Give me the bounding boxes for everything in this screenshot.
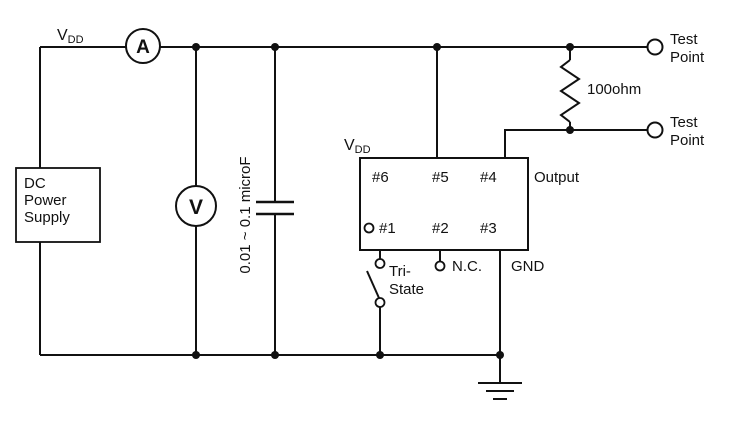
vdd-ic-main: V (344, 137, 355, 154)
wire-output-branch (504, 129, 647, 158)
ic-box (359, 157, 529, 251)
junction-dot (271, 43, 279, 51)
ic-pin2-label: #2 (432, 220, 449, 237)
ground-symbol-icon (478, 382, 522, 400)
junction-dot (496, 351, 504, 359)
tristate-switch (366, 258, 386, 308)
dc-power-supply-box (15, 167, 101, 243)
power-supply-label-line2: Power (24, 192, 67, 209)
ic-pin5-label: #5 (432, 169, 449, 186)
vdd-left-sub: DD (68, 34, 84, 46)
ammeter-symbol (125, 28, 161, 64)
power-supply-label-line1: DC (24, 175, 46, 192)
switch-terminal-bottom (374, 297, 386, 308)
junction-dot (192, 351, 200, 359)
ammeter-label: A (136, 37, 150, 58)
ic-pin3-label: #3 (480, 220, 497, 237)
test-point-terminal-bottom (646, 121, 664, 139)
vdd-ic-label: VDD (344, 137, 371, 156)
junction-dot (433, 43, 441, 51)
ic-pin1-label: #1 (379, 220, 396, 237)
vdd-ic-sub: DD (355, 144, 371, 156)
switch-terminal-top (374, 258, 386, 269)
vdd-left-main: V (57, 27, 68, 44)
test-point-terminal-top (646, 38, 664, 56)
ic-pin4-label: #4 (480, 169, 497, 186)
vdd-left-label: VDD (57, 27, 84, 46)
resistor-value-label: 100ohm (587, 81, 641, 98)
switch-blade (366, 270, 380, 299)
power-supply-label-line3: Supply (24, 209, 70, 226)
nc-label: N.C. (452, 258, 482, 275)
test-point-top-label-line2: Point (670, 49, 705, 66)
capacitor-symbol (256, 200, 294, 216)
test-point-bottom-label-line1: Test (670, 114, 698, 131)
tristate-label-line2: State (389, 281, 424, 298)
junction-dot (566, 43, 574, 51)
junction-dot (271, 351, 279, 359)
ic-pin6-label: #6 (372, 169, 389, 186)
junction-dot (376, 351, 384, 359)
resistor-symbol (559, 59, 581, 123)
output-label: Output (534, 169, 580, 186)
tristate-label-line1: Tri- (389, 263, 411, 280)
test-point-bottom-label-line2: Point (670, 132, 705, 149)
gnd-label: GND (511, 258, 545, 275)
voltmeter-label: V (189, 196, 203, 219)
wires (39, 46, 647, 383)
nc-terminal (434, 260, 446, 272)
voltmeter-symbol (175, 185, 217, 227)
capacitor-value-label: 0.01 ~ 0.1 microF (237, 156, 254, 273)
junction-dot (192, 43, 200, 51)
test-point-top-label-line1: Test (670, 31, 698, 48)
junction-dots (192, 43, 574, 359)
junction-dot (566, 126, 574, 134)
ic-pin1-indicator-icon (363, 222, 375, 234)
